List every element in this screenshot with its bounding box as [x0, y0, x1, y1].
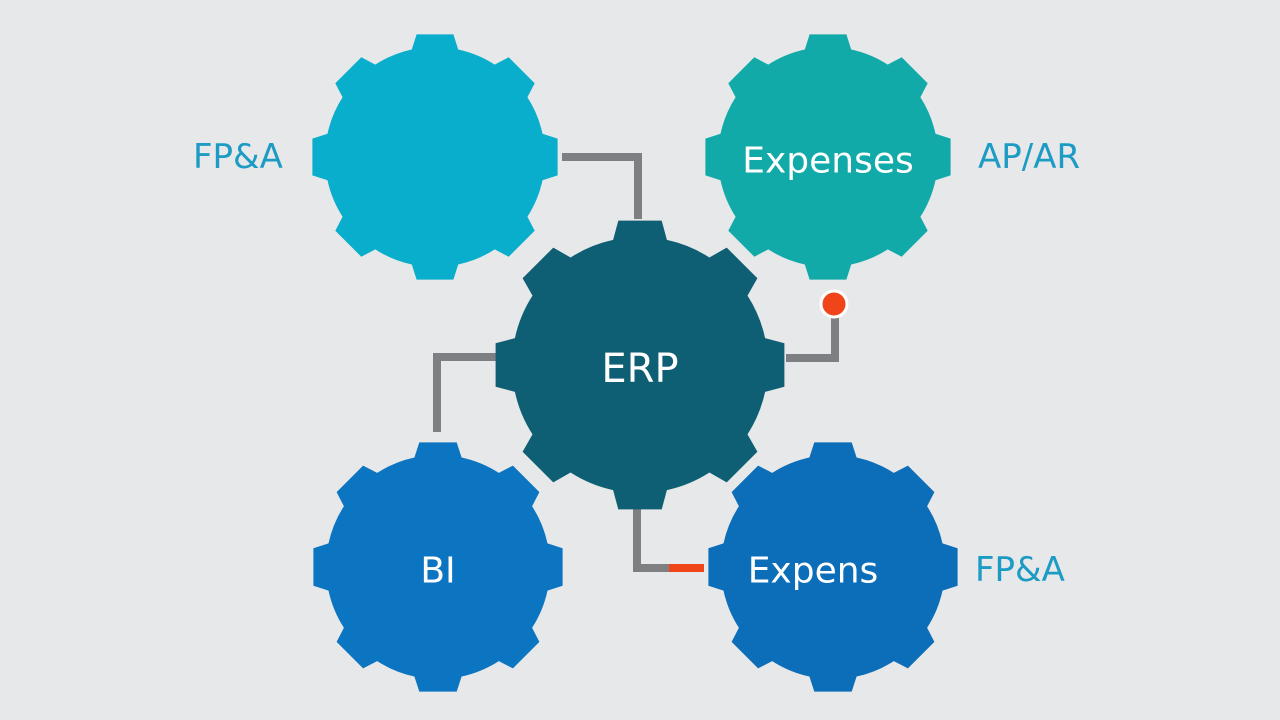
gear-erp: ERP: [495, 220, 785, 510]
gear-expens: Expens: [708, 442, 958, 692]
side-label-fpa-top: FP&A: [193, 137, 283, 177]
gear-expenses: Expenses: [705, 34, 951, 280]
gear-icon: [495, 220, 785, 510]
gear-bi: BI: [313, 442, 563, 692]
gear-icon: [313, 442, 563, 692]
accent-node-dot: [819, 289, 849, 319]
side-label-fpa-bottom: FP&A: [975, 550, 1065, 590]
gear-icon: [705, 34, 951, 280]
connector-expenses-erp: [786, 302, 839, 362]
connector-bi-erp: [433, 353, 498, 432]
gear-erp-label: ERP: [601, 346, 678, 392]
gear-fpa: [312, 34, 558, 280]
gear-icon: [312, 34, 558, 280]
connectors: [433, 153, 839, 572]
gear-bi-label: BI: [420, 551, 455, 592]
gear-expens-label: Expens: [748, 551, 879, 592]
connector-erp-expens: [633, 508, 680, 572]
side-label-apar: AP/AR: [978, 137, 1080, 177]
gear-icon: [708, 442, 958, 692]
gear-expenses-label: Expenses: [742, 141, 914, 182]
connector-fpa-erp: [562, 153, 642, 219]
